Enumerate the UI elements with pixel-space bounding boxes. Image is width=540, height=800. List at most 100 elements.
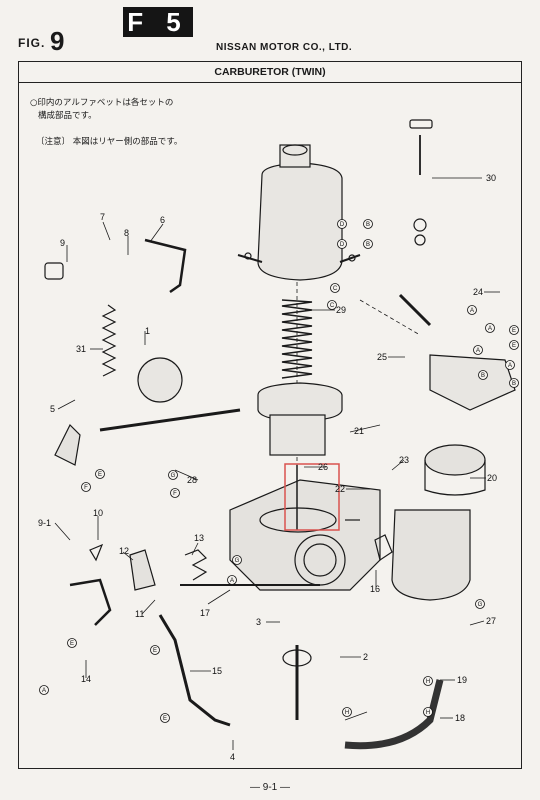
callout-2: 2 xyxy=(363,652,368,662)
set-letter: B xyxy=(481,373,485,379)
set-letter-marker: F xyxy=(170,488,180,498)
callout-31: 31 xyxy=(76,344,86,354)
set-letter: E xyxy=(153,648,157,654)
set-letter-circle xyxy=(327,300,337,310)
set-letter-circle xyxy=(423,676,433,686)
callout-13: 13 xyxy=(194,533,204,543)
set-letter-marker: A xyxy=(473,345,483,355)
set-letter-marker: E xyxy=(67,638,77,648)
callout-17: 17 xyxy=(200,608,210,618)
set-letter-circle xyxy=(168,470,178,480)
set-letter-marker: E xyxy=(95,469,105,479)
callout-15: 15 xyxy=(212,666,222,676)
callout-4: 4 xyxy=(230,752,235,762)
page-header: FIG. 9 F 5 NISSAN MOTOR CO., LTD. xyxy=(0,0,540,60)
set-letter-circle xyxy=(39,685,49,695)
callout-14: 14 xyxy=(81,674,91,684)
set-letter-circle xyxy=(81,482,91,492)
set-letter-circle xyxy=(478,370,488,380)
set-letter: D xyxy=(340,242,345,248)
set-letter: D xyxy=(340,222,345,228)
set-letter: F xyxy=(173,491,177,497)
set-letter-marker: A xyxy=(467,305,477,315)
set-letter: B xyxy=(366,242,370,248)
callout-23: 23 xyxy=(399,455,409,465)
callout-21: 21 xyxy=(354,426,364,436)
set-letter: A xyxy=(230,578,234,584)
set-letter: H xyxy=(426,679,430,685)
set-letter-marker: G xyxy=(232,555,242,565)
set-letter: H xyxy=(345,710,349,716)
set-letter-marker: H xyxy=(423,676,433,686)
set-letter-marker: A xyxy=(485,323,495,333)
set-letter: E xyxy=(512,328,516,334)
set-letter-marker: A xyxy=(505,360,515,370)
callout-numbers: 30 24 29 9 7 8 6 31 1 25 5 21 26 23 22 2… xyxy=(38,173,497,762)
diagram-title: CARBURETOR (TWIN) xyxy=(18,61,522,83)
set-letter: C xyxy=(333,286,338,292)
callout-11: 11 xyxy=(135,609,144,619)
set-letter-marker: E xyxy=(509,325,519,335)
set-letter: A xyxy=(488,326,492,332)
set-letter-marker: D xyxy=(337,239,347,249)
set-letter-circle xyxy=(509,325,519,335)
set-letter-circle xyxy=(509,378,519,388)
callout-9-1: 9-1 xyxy=(38,518,51,528)
highlight-box xyxy=(284,463,340,531)
set-letter: A xyxy=(508,363,512,369)
set-letter: F xyxy=(84,485,88,491)
set-letter-marker: G xyxy=(475,599,485,609)
set-letter-marker: H xyxy=(342,707,352,717)
set-letter-marker: H xyxy=(423,707,433,717)
set-letter-circle xyxy=(475,599,485,609)
set-letter: B xyxy=(366,222,370,228)
set-letter: A xyxy=(470,308,474,314)
set-letter: E xyxy=(70,641,74,647)
note-line-3: 〔注意〕 本図はリヤー側の部品です。 xyxy=(36,137,183,147)
fig-label: FIG. xyxy=(18,36,46,50)
section-badge: F 5 xyxy=(123,7,193,37)
set-letter-circle xyxy=(467,305,477,315)
company-name: NISSAN MOTOR CO., LTD. xyxy=(216,42,353,53)
set-letter: B xyxy=(512,381,516,387)
set-letter-circle xyxy=(473,345,483,355)
set-letter-circle xyxy=(95,469,105,479)
set-letter-circle xyxy=(150,645,160,655)
callout-29: 29 xyxy=(336,305,346,315)
set-letter-circle xyxy=(505,360,515,370)
set-letter-circle xyxy=(423,707,433,717)
parts-drawing xyxy=(44,119,516,750)
set-letter: H xyxy=(426,710,430,716)
fig-number: 9 xyxy=(50,26,65,56)
callout-1: 1 xyxy=(145,326,150,336)
set-letter: A xyxy=(42,688,46,694)
callout-30: 30 xyxy=(486,173,496,183)
set-letter-marker: E xyxy=(509,340,519,350)
callout-20: 20 xyxy=(487,473,497,483)
callout-24: 24 xyxy=(473,287,483,297)
page-number: — 9-1 — xyxy=(249,782,290,793)
set-letter: E xyxy=(98,472,102,478)
set-letter-marker: E xyxy=(160,713,170,723)
set-letter-circle xyxy=(232,555,242,565)
callout-6: 6 xyxy=(160,215,165,225)
set-letter-marker: B xyxy=(363,219,373,229)
set-letter-circle xyxy=(337,239,347,249)
callout-3: 3 xyxy=(256,617,261,627)
callout-5: 5 xyxy=(50,404,55,414)
set-letter-circle xyxy=(363,239,373,249)
set-letter-circle xyxy=(160,713,170,723)
callout-12: 12 xyxy=(119,546,129,556)
note-line-2: 構成部品です。 xyxy=(38,111,97,121)
diagram-frame xyxy=(18,61,522,769)
callout-19: 19 xyxy=(457,675,467,685)
set-letter: G xyxy=(171,473,176,479)
leader-lines xyxy=(54,177,500,750)
set-letter: G xyxy=(235,558,240,564)
callout-25: 25 xyxy=(377,352,387,362)
callout-10: 10 xyxy=(93,508,103,518)
set-letter-marker: C xyxy=(330,283,340,293)
callout-28: 28 xyxy=(187,475,197,485)
